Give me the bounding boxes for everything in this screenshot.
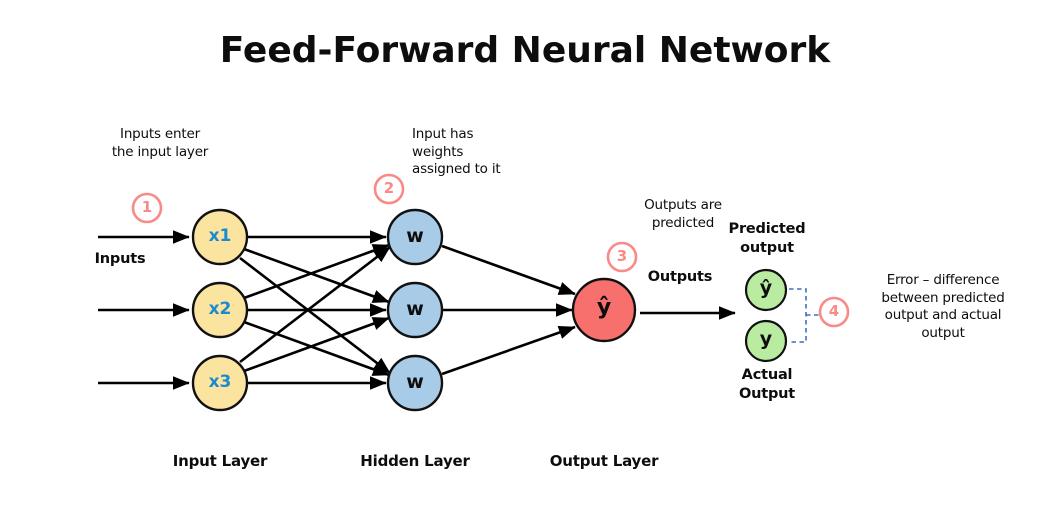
hidden-to-output-edges <box>441 244 576 376</box>
node-actual-y <box>744 319 788 363</box>
input-to-hidden-edges <box>239 230 391 390</box>
edge-x1-w3 <box>239 256 391 375</box>
step4-note: Error – difference between predicted out… <box>881 272 1005 341</box>
input-layer-caption: Input Layer <box>172 452 268 470</box>
step-badges <box>131 173 850 328</box>
hidden-layer-caption: Hidden Layer <box>360 452 470 470</box>
input-layer-nodes <box>191 208 249 412</box>
step-badge-3-circle <box>606 241 638 273</box>
step-badge-1-circle <box>131 192 163 224</box>
error-bracket <box>789 288 821 343</box>
edge-x3-w2 <box>243 316 390 373</box>
comparison-nodes <box>744 268 788 363</box>
edge-x1-w2 <box>243 247 390 304</box>
output-layer-caption: Output Layer <box>549 452 659 470</box>
node-x3 <box>191 354 249 412</box>
edge-x2-w1 <box>243 243 390 300</box>
inputs-label: Inputs <box>94 251 146 267</box>
actual-output-label: Actual Output <box>738 367 795 402</box>
node-w3 <box>386 354 444 412</box>
step-badge-2-circle <box>373 173 405 205</box>
node-w1 <box>386 208 444 266</box>
edge-x3-w1 <box>239 245 391 364</box>
step-badge-4-circle <box>818 296 850 328</box>
hidden-layer-nodes <box>386 208 444 412</box>
step3-note: Outputs are predicted <box>644 197 722 231</box>
page-title: Feed-Forward Neural Network <box>219 30 831 71</box>
edge-w1-yhat <box>441 244 576 296</box>
predicted-output-label: Predicted output <box>728 221 806 256</box>
node-x1 <box>191 208 249 266</box>
step1-note: Inputs enter the input layer <box>111 126 209 160</box>
step2-note: Input has weights assigned to it <box>412 126 501 178</box>
edge-w3-yhat <box>441 325 576 376</box>
outputs-label: Outputs <box>647 269 713 285</box>
node-w2 <box>386 281 444 339</box>
node-x2 <box>191 281 249 339</box>
input-feed-arrows <box>98 230 190 390</box>
edge-x2-w3 <box>243 320 390 377</box>
node-yhat-output <box>571 277 637 343</box>
node-predicted-yhat <box>744 268 788 312</box>
